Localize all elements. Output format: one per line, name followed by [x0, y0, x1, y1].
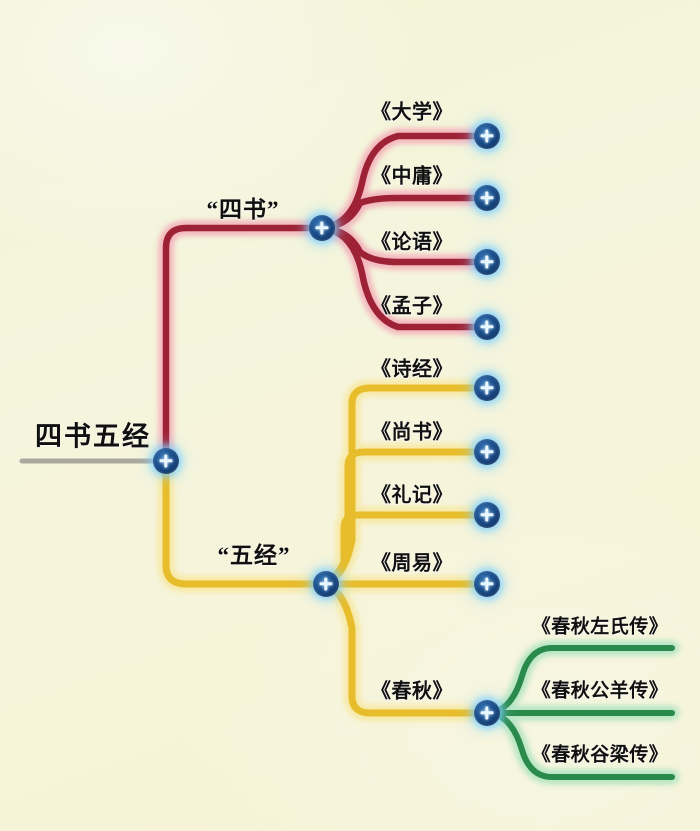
leaf-label-zhongyong: 《中庸》	[371, 165, 453, 188]
leaf-label-shijing: 《诗经》	[371, 358, 453, 381]
plus-node-icon-mengzi[interactable]	[474, 314, 500, 340]
plus-node-icon-zhongyong[interactable]	[474, 185, 500, 211]
plus-node-icon-shijing[interactable]	[474, 375, 500, 401]
plus-node-icon-shangshu[interactable]	[474, 439, 500, 465]
root-label: 四书五经	[35, 421, 151, 452]
leaf-label-lunyu: 《论语》	[371, 231, 453, 254]
plus-node-icon-daxue[interactable]	[474, 123, 500, 149]
connector-sishu-mengzi	[314, 224, 478, 331]
branch-label-wujing: “五经”	[217, 543, 291, 568]
leaf-label-chunqiu: 《春秋》	[371, 680, 453, 703]
chunqiu-connectors	[487, 645, 675, 780]
connector-chunqiu-zuoshi	[487, 645, 675, 716]
leaf-label-shangshu: 《尚书》	[371, 421, 453, 444]
sub-label-zuoshizhuan: 《春秋左氏传》	[531, 616, 669, 638]
connector-root-to-wujing	[162, 464, 326, 588]
leaf-label-liji: 《礼记》	[371, 484, 453, 507]
plus-node-icon-lunyu[interactable]	[474, 249, 500, 275]
leaf-label-mengzi: 《孟子》	[371, 295, 453, 318]
plus-node-icon-sishu[interactable]	[309, 215, 335, 241]
connector-chunqiu-guliang	[487, 710, 675, 780]
sub-label-guliangzhuan: 《春秋谷梁传》	[531, 744, 669, 766]
plus-node-icon-liji[interactable]	[474, 502, 500, 528]
connector-sishu-zhongyong	[314, 194, 478, 232]
connector-root-to-sishu	[162, 224, 322, 459]
leaf-label-daxue: 《大学》	[371, 101, 453, 124]
sishu-connectors	[162, 132, 478, 459]
plus-node-icon-wujing[interactable]	[313, 571, 339, 597]
plus-node-icon-zhouyi[interactable]	[474, 571, 500, 597]
sub-label-gongyangzhuan: 《春秋公羊传》	[531, 680, 669, 702]
branch-label-sishu: “四书”	[206, 197, 280, 222]
plus-node-icon-root[interactable]	[153, 448, 179, 474]
leaf-label-zhouyi: 《周易》	[371, 552, 453, 575]
plus-node-icon-chunqiu[interactable]	[474, 700, 500, 726]
